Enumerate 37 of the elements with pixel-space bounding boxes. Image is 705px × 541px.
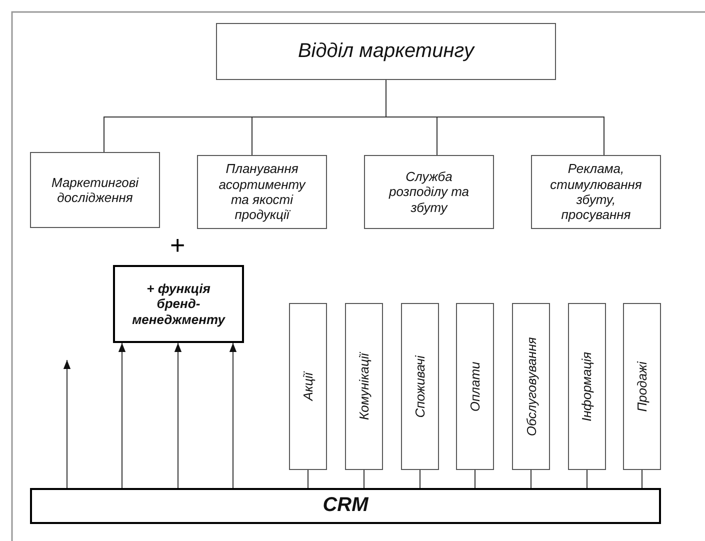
node-label: Планування асортименту та якості продукції [218,161,307,223]
connector-line [530,470,532,488]
department-box [197,155,327,229]
vertical-label: Комунікації [356,353,372,420]
plus-sign: + [170,232,186,258]
node-label: Відділ маркетингу [298,40,474,64]
node-label: Реклама, стимулювання збуту, просування [549,161,643,223]
connector-line [174,342,182,488]
vertical-label: Обслуговування [523,337,539,436]
connector-line [118,342,126,488]
vertical-label: Оплати [467,362,483,412]
vertical-label: Споживачі [412,355,428,418]
module-box [623,303,661,470]
module-box [289,303,327,470]
department-box [30,152,160,228]
node-label: + функція бренд-менеджменту [131,281,226,327]
vertical-label: Інформація [579,352,595,422]
department-box [216,23,556,80]
function-box [113,265,244,343]
arrow [63,360,71,488]
node-label: Маркетингові дослідження [50,174,140,206]
department-box [531,155,661,229]
module-box [512,303,550,470]
connector-line [474,470,476,488]
connector-line [386,80,604,156]
department-box [364,155,494,229]
vertical-label: Продажі [634,361,650,412]
connector-line [229,342,237,488]
module-box [456,303,494,470]
node-label: CRM [322,494,368,518]
node-label: Служба розподілу та збуту [388,169,470,215]
module-box [568,303,606,470]
module-box [401,303,439,470]
module-box [345,303,383,470]
vertical-label: Акції [300,372,316,400]
system-bar [30,488,661,524]
connector-line [586,470,588,488]
